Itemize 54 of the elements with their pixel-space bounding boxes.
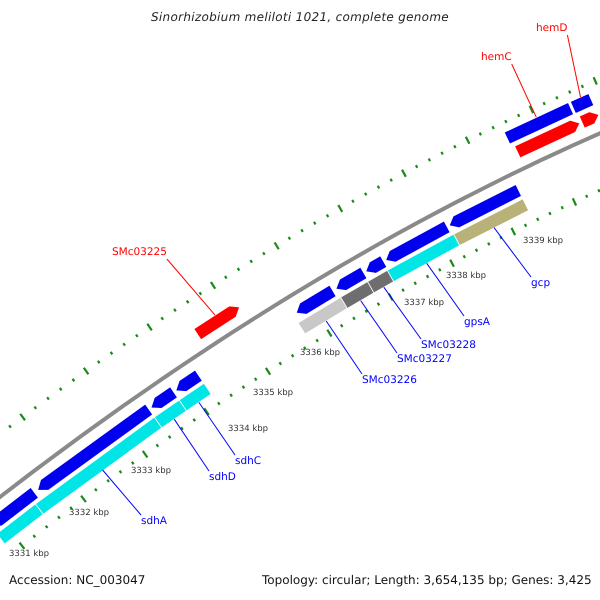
leader-line [511, 64, 537, 118]
gene-label: SMc03225 [112, 246, 167, 259]
gene-block [365, 255, 388, 274]
gene-label: hemD [536, 22, 568, 35]
gene-bar [367, 270, 394, 294]
footer-text: Accession: NC_003047 [9, 573, 146, 587]
leader-line [198, 402, 236, 456]
gene-label: SMc03227 [397, 353, 452, 366]
footer-text: Topology: circular; Length: 3,654,135 bp; Genes: 3,425 [262, 573, 592, 587]
scale-label: 3338 kbp [446, 271, 486, 281]
gene-label: SMc03228 [421, 339, 476, 352]
diagram-title: Sinorhizobium meliloti 1021, complete genome [150, 10, 450, 24]
gene-label: sdhC [235, 455, 262, 468]
gene-bar [154, 400, 187, 428]
gene-label: gcp [531, 277, 550, 290]
gene-block [37, 404, 154, 491]
leader-line [102, 470, 142, 516]
gene-bar [504, 102, 574, 144]
leader-line [494, 227, 532, 278]
gene-block [514, 120, 580, 158]
leader-line [566, 34, 581, 98]
gene-bar [298, 296, 348, 334]
gene-label: sdhD [209, 471, 236, 484]
gene-block [578, 111, 600, 128]
scale-label: 3335 kbp [253, 388, 294, 398]
leader-line [360, 300, 398, 354]
scale-label: 3337 kbp [404, 298, 444, 308]
gene-block [385, 220, 451, 262]
leader-line [326, 320, 362, 374]
scale-label: 3334 kbp [228, 424, 268, 434]
scale-label: 3333 kbp [131, 466, 172, 476]
leader-line [383, 286, 422, 340]
scale-label: 3332 kbp [69, 508, 110, 518]
scale-label: 3331 kbp [9, 549, 50, 559]
gene-bar [570, 93, 594, 114]
scale-label: 3339 kbp [523, 236, 564, 246]
gene-block [0, 487, 39, 527]
gene-label: SMc03226 [362, 374, 417, 387]
gene-block [150, 386, 178, 409]
gene-bar [0, 504, 44, 544]
gene-block [193, 306, 240, 340]
gene-block [448, 184, 522, 228]
gene-block [336, 266, 368, 291]
gene-block [175, 370, 203, 392]
gene-label: hemC [481, 51, 512, 64]
leader-line [166, 258, 216, 316]
gene-block [296, 284, 337, 315]
leader-line [426, 262, 464, 316]
gene-bar [178, 382, 212, 412]
leader-line [174, 418, 210, 472]
gene-label: gpsA [464, 316, 490, 329]
gene-bar [340, 281, 374, 309]
gene-label: sdhA [141, 515, 167, 528]
scale-label: 3336 kbp [300, 348, 340, 358]
